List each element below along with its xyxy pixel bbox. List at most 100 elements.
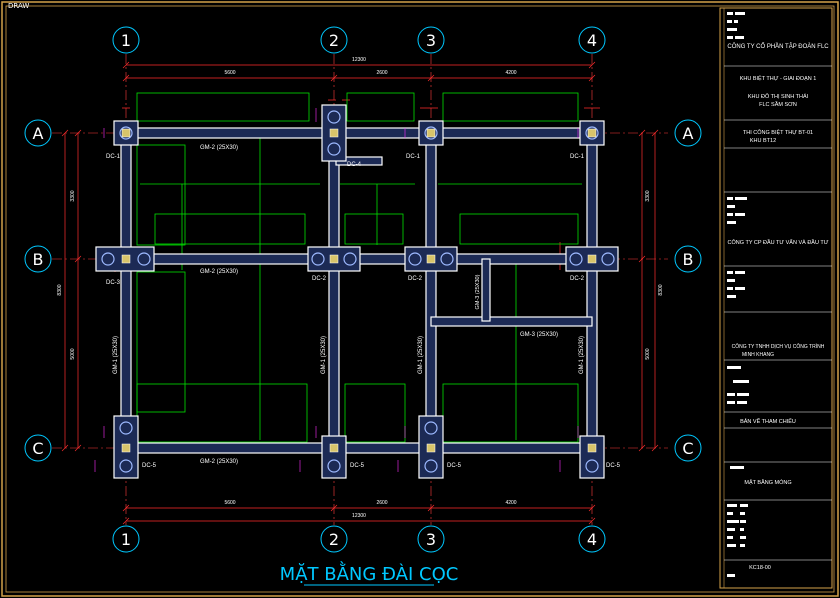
dim-left-span-2: 5000 xyxy=(70,348,76,359)
bubble-col-3-bottom: 3 xyxy=(417,525,445,553)
tb-project-3: FLC SẦM SƠN xyxy=(759,101,797,108)
tb-contractor-1: CÔNG TY TNHH DỊCH VỤ CÔNG TRÌNH xyxy=(732,343,825,350)
title-block-redacted-marks xyxy=(727,12,749,577)
tb-item-2: KHU BT12 xyxy=(750,138,776,144)
dim-right-span-2: 5000 xyxy=(645,348,651,359)
beam-label-col-4: GM-1 (25X30) xyxy=(579,336,585,374)
cap-label-b1: DC-3 xyxy=(106,280,121,286)
dim-top-span-2: 2600 xyxy=(376,70,387,76)
tb-contractor-2: MINH KHANG xyxy=(742,352,774,358)
beam-row-a xyxy=(125,127,593,139)
bubble-col-4-bottom: 4 xyxy=(578,525,606,553)
beam-label-row-c: GM-2 (25X30) xyxy=(200,459,238,465)
bubble-row-a-right: A xyxy=(674,119,702,147)
beam-label-col-2: GM-1 (25X30) xyxy=(321,336,327,374)
tb-project-1: KHU BIỆT THỰ - GIAI ĐOẠN 1 xyxy=(740,74,817,82)
bubble-col-1-top: 1 xyxy=(112,26,140,54)
beam-label-row-a: GM-2 (25X30) xyxy=(200,145,238,151)
grid-bubbles: 1 2 3 4 1 2 3 4 A B C A B C xyxy=(24,26,702,553)
svg-text:B: B xyxy=(33,250,44,269)
cap-label-b3: DC-2 xyxy=(408,276,423,282)
bubble-row-b-right: B xyxy=(674,245,702,273)
svg-text:A: A xyxy=(33,124,44,143)
svg-text:A: A xyxy=(683,124,694,143)
cap-label-b4: DC-2 xyxy=(570,276,585,282)
beam-col-3 xyxy=(425,132,437,449)
bubble-row-b-left: B xyxy=(24,245,52,273)
bubble-col-1-bottom: 1 xyxy=(112,525,140,553)
beam-inner-v xyxy=(481,258,491,322)
beam-col-4 xyxy=(586,132,598,449)
drawing-title: MẶT BẰNG ĐÀI CỌC xyxy=(280,561,459,585)
dim-bottom-span-2: 2600 xyxy=(376,500,387,506)
cap-label-c4: DC-5 xyxy=(606,463,621,469)
cap-c2 xyxy=(321,435,347,479)
dim-bottom-total: 12300 xyxy=(352,513,366,519)
reinforcement-lines xyxy=(136,92,582,443)
beam-label-col-3: GM-1 (25X30) xyxy=(418,336,424,374)
beam-col-2 xyxy=(328,132,340,449)
corner-tag: DRAW xyxy=(8,2,29,10)
sheet-frame-inner xyxy=(5,5,835,593)
dim-bottom-span-3: 4200 xyxy=(505,500,516,506)
dim-bottom-span-1: 5600 xyxy=(224,500,235,506)
svg-text:2: 2 xyxy=(329,530,339,549)
pile-cap-labels: DC-1 DC-4 DC-1 DC-1 DC-3 DC-2 DC-2 DC-2 … xyxy=(106,154,621,469)
svg-text:4: 4 xyxy=(587,530,597,549)
dim-left-span-1: 3300 xyxy=(70,190,76,201)
beam-label-col-1: GM-1 (25X30) xyxy=(113,336,119,374)
tb-consultant: CÔNG TY CP ĐẦU TƯ VẤN VÀ ĐẦU TƯ xyxy=(728,239,829,246)
piles xyxy=(101,110,615,473)
bubble-row-c-right: C xyxy=(674,434,702,462)
cap-label-c2: DC-5 xyxy=(350,463,365,469)
title-block: CÔNG TY CỔ PHẦN TẬP ĐOÀN FLC KHU BIỆT TH… xyxy=(719,7,833,589)
svg-text:1: 1 xyxy=(121,31,131,50)
beam-labels: GM-2 (25X30) GM-2 (25X30) GM-2 (25X30) G… xyxy=(113,145,585,465)
beam-label-inner-h: GM-3 (25X30) xyxy=(520,332,558,338)
beam-col-1 xyxy=(120,132,132,449)
cap-label-a3: DC-1 xyxy=(406,154,421,160)
dim-top-span-1: 5600 xyxy=(224,70,235,76)
bubble-row-a-left: A xyxy=(24,119,52,147)
dimension-lines xyxy=(61,61,659,525)
bubble-col-2-top: 2 xyxy=(320,26,348,54)
svg-text:C: C xyxy=(682,439,693,458)
bubble-col-3-top: 3 xyxy=(417,26,445,54)
svg-text:1: 1 xyxy=(121,530,131,549)
cap-c4 xyxy=(579,435,605,479)
svg-text:4: 4 xyxy=(587,31,597,50)
bubble-col-4-top: 4 xyxy=(578,26,606,54)
columns xyxy=(121,128,597,453)
annotations xyxy=(94,108,579,472)
tb-sheet-title: MẶT BẰNG MÓNG xyxy=(744,478,791,486)
cap-label-b2: DC-2 xyxy=(312,276,327,282)
title-block-dividers xyxy=(724,65,832,561)
dim-right-span-1: 3300 xyxy=(645,190,651,201)
dim-top-span-3: 4200 xyxy=(505,70,516,76)
beam-row-c xyxy=(125,442,593,454)
tb-project-2: KHU ĐÔ THỊ SINH THÁI xyxy=(748,93,809,100)
cap-label-a2: DC-4 xyxy=(347,162,362,168)
svg-text:3: 3 xyxy=(426,31,436,50)
cap-label-a4: DC-1 xyxy=(570,154,585,160)
beam-label-row-b: GM-2 (25X30) xyxy=(200,269,238,275)
tb-owner: CÔNG TY CỔ PHẦN TẬP ĐOÀN FLC xyxy=(727,43,829,50)
svg-text:2: 2 xyxy=(329,31,339,50)
beam-inner-h xyxy=(430,316,593,327)
beam-label-inner-v: GM-3 (25X30) xyxy=(475,274,481,309)
bubble-row-c-left: C xyxy=(24,434,52,462)
title-block-frame xyxy=(719,7,833,589)
tb-approval: BẢN VẼ THAM CHIẾU xyxy=(740,418,796,425)
dim-right-total: 8300 xyxy=(658,284,664,295)
dim-left-total: 8300 xyxy=(57,284,63,295)
tb-sheet-no: KC18-00 xyxy=(749,565,771,571)
bubble-col-2-bottom: 2 xyxy=(320,525,348,553)
dim-top-total: 12300 xyxy=(352,57,366,63)
cap-label-c1: DC-5 xyxy=(142,463,157,469)
svg-text:B: B xyxy=(683,250,694,269)
cap-label-a1: DC-1 xyxy=(106,154,121,160)
dimension-texts: 12300 5600 2600 4200 5600 2600 4200 1230… xyxy=(57,57,664,519)
